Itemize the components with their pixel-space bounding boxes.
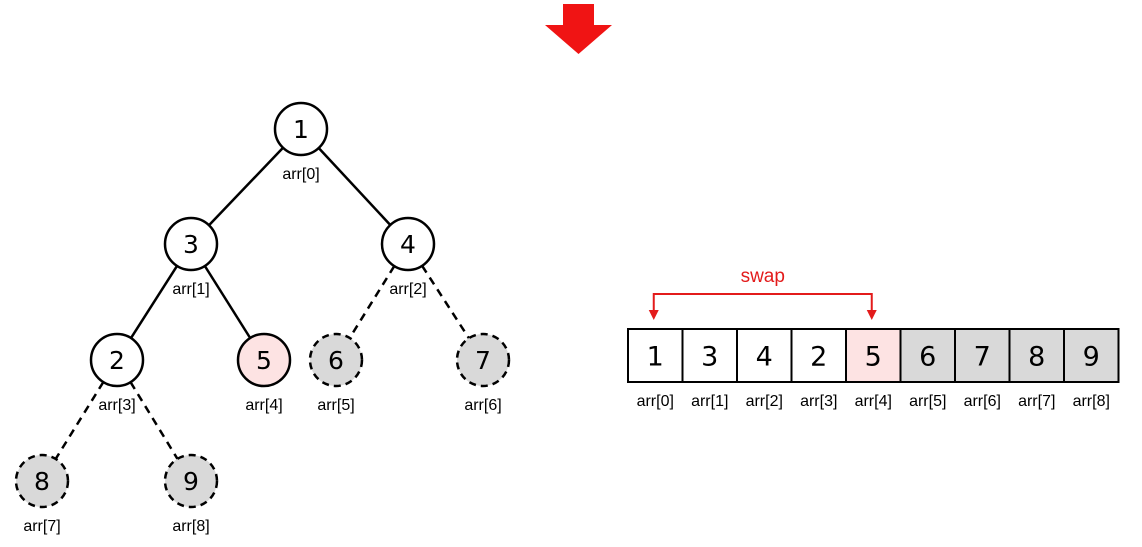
tree-node-label: arr[1] <box>172 281 209 298</box>
swap-arrowhead-left <box>648 310 659 320</box>
array-cell: 6 arr[5] <box>899 328 956 410</box>
tree-node-label: arr[5] <box>317 397 354 414</box>
tree-node-label: arr[7] <box>23 518 60 535</box>
tree-node-value: 9 <box>183 467 199 496</box>
array-cell-box <box>954 328 1011 383</box>
array-cell-label: arr[7] <box>1018 393 1055 410</box>
array-cell-value: 5 <box>865 342 882 373</box>
tree-node: 7 arr[6] <box>455 332 511 414</box>
tree-node-value: 7 <box>475 346 491 375</box>
tree-node: 3 arr[1] <box>163 216 219 298</box>
tree-node-circle <box>273 101 329 157</box>
array-cell-value: 7 <box>974 342 991 373</box>
tree-node: 1 arr[0] <box>273 101 329 183</box>
array-cell-label: arr[5] <box>909 393 946 410</box>
down-arrow-icon <box>545 4 612 54</box>
array-cell-box <box>681 328 738 383</box>
tree-node-label: arr[6] <box>464 397 501 414</box>
tree-edge <box>54 381 105 460</box>
tree-node-label: arr[2] <box>389 281 426 298</box>
tree-edge <box>208 146 284 227</box>
array-cell: 5 arr[4] <box>845 328 902 410</box>
array-cell-value: 4 <box>756 342 773 373</box>
tree-node-value: 4 <box>400 230 416 259</box>
array-cell-label: arr[3] <box>800 393 837 410</box>
tree-node-circle <box>163 453 219 509</box>
tree-node-value: 6 <box>328 346 344 375</box>
array-cell: 7 arr[6] <box>954 328 1011 410</box>
tree-nodes: 1 arr[0] 3 arr[1] 4 arr[2] 2 arr[3] 5 arr[4] 6 arr[… <box>14 101 511 535</box>
tree-node-value: 5 <box>256 346 272 375</box>
tree-node-circle <box>455 332 511 388</box>
swap-label: swap <box>741 266 785 287</box>
tree-node: 6 arr[5] <box>308 332 364 414</box>
array-cell-label: arr[6] <box>964 393 1001 410</box>
swap-bracket <box>652 293 873 312</box>
array-cell-label: arr[8] <box>1073 393 1110 410</box>
array-cell-box <box>790 328 847 383</box>
tree-edges <box>54 146 470 460</box>
array-cell-value: 9 <box>1083 342 1100 373</box>
tree-node-label: arr[4] <box>245 397 282 414</box>
array-cell-box <box>736 328 793 383</box>
array-cell: 1 arr[0] <box>627 328 684 410</box>
tree-node: 4 arr[2] <box>380 216 436 298</box>
tree-node: 2 arr[3] <box>89 332 145 414</box>
array-cell-box <box>1008 328 1065 383</box>
tree-node-value: 1 <box>293 115 309 144</box>
tree-edge <box>421 265 470 339</box>
tree-node-circle <box>163 216 219 272</box>
array-cell-box <box>845 328 902 383</box>
array-cell-value: 2 <box>810 342 827 373</box>
tree-edge <box>129 381 179 460</box>
array-cell: 2 arr[3] <box>790 328 847 410</box>
tree-node-label: arr[0] <box>282 166 319 183</box>
tree-node-value: 8 <box>34 467 50 496</box>
tree-node: 9 arr[8] <box>163 453 219 535</box>
tree-node: 8 arr[7] <box>14 453 70 535</box>
array-cell-box <box>627 328 684 383</box>
tree-node-circle <box>236 332 292 388</box>
array-cell: 4 arr[2] <box>736 328 793 410</box>
array-cell-label: arr[2] <box>746 393 783 410</box>
array-cell-value: 6 <box>919 342 936 373</box>
array-cell-value: 1 <box>647 342 664 373</box>
tree-edge <box>203 265 252 339</box>
tree-node-circle <box>380 216 436 272</box>
tree-edge <box>129 265 179 339</box>
tree-node-circle <box>308 332 364 388</box>
array-cell: 8 arr[7] <box>1008 328 1065 410</box>
tree-node-circle <box>89 332 145 388</box>
array-cell-label: arr[0] <box>637 393 674 410</box>
array-cell-label: arr[4] <box>855 393 892 410</box>
tree-edge <box>317 147 392 226</box>
swap-arrowhead-right <box>866 310 877 320</box>
tree-node-value: 3 <box>183 230 199 259</box>
tree-edge <box>348 265 396 339</box>
array-cells: 1 arr[0] 3 arr[1] 4 arr[2] 2 arr[3] 5 arr[4] 6 arr[… <box>627 328 1120 410</box>
tree-node-label: arr[3] <box>98 397 135 414</box>
array-cell-value: 3 <box>701 342 718 373</box>
tree-node-value: 2 <box>109 346 125 375</box>
tree-node-label: arr[8] <box>172 518 209 535</box>
swap-indicator: swap <box>648 266 877 320</box>
array-cell: 9 arr[8] <box>1063 328 1120 410</box>
array-cell-label: arr[1] <box>691 393 728 410</box>
tree-node-circle <box>14 453 70 509</box>
array-cell-box <box>1063 328 1120 383</box>
array-cell-value: 8 <box>1028 342 1045 373</box>
tree-node: 5 arr[4] <box>236 332 292 414</box>
array-cell: 3 arr[1] <box>681 328 738 410</box>
